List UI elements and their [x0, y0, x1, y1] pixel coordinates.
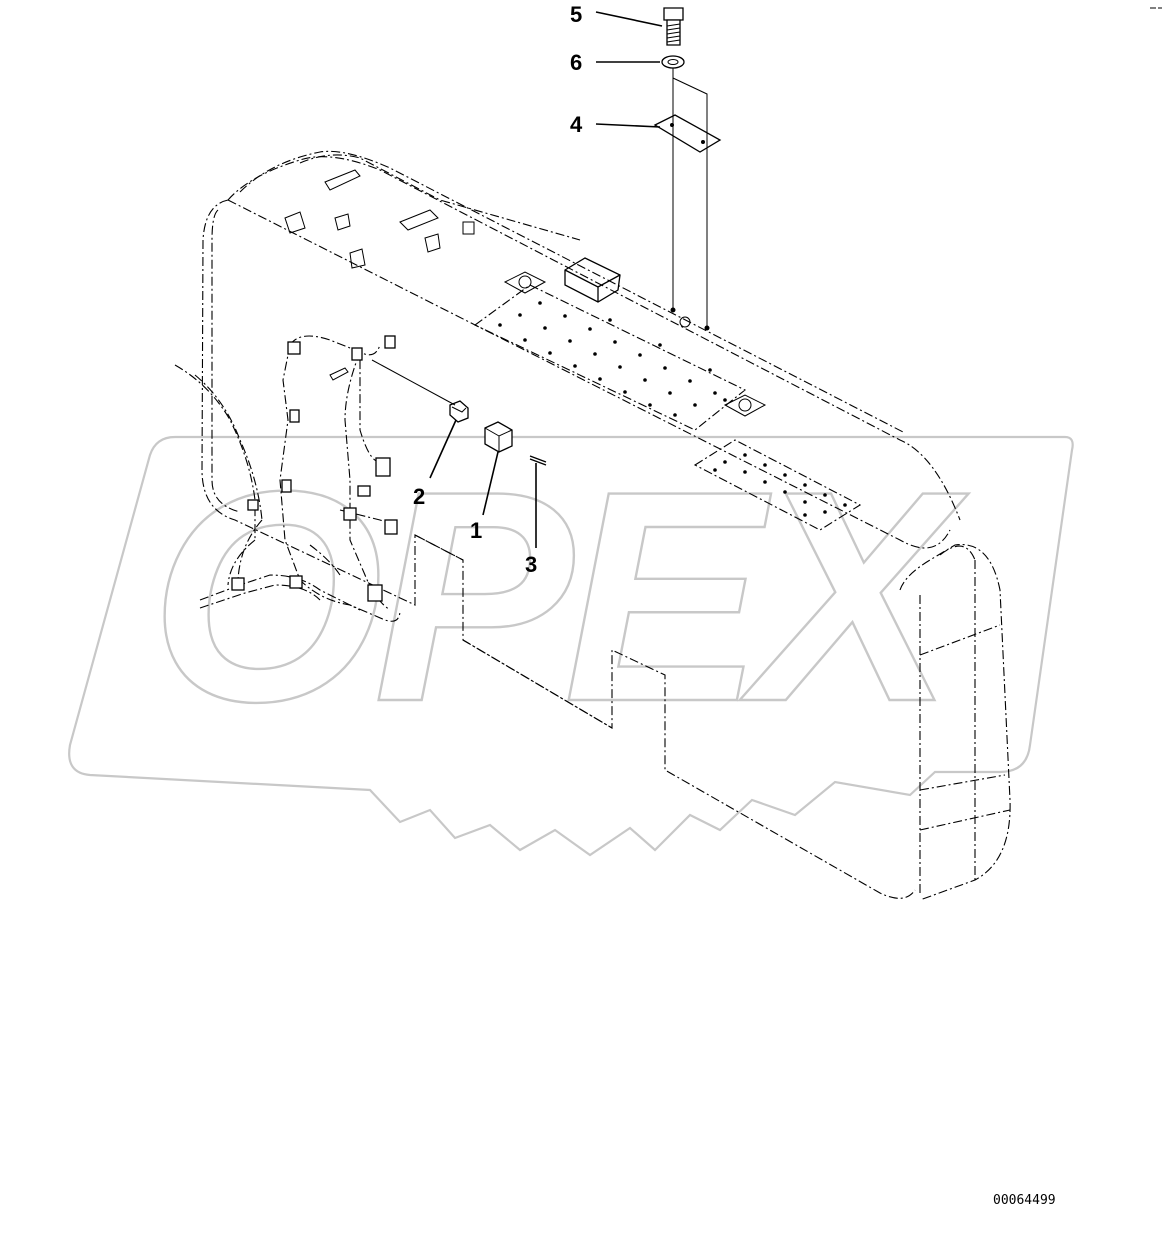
harness-connector-5: [281, 479, 292, 493]
leader-4: [595, 123, 661, 128]
bolt-part-5: [663, 7, 684, 46]
top-clip-1: [324, 169, 361, 191]
lifting-eye-block: [564, 257, 621, 303]
harness-connector-10: [289, 575, 303, 589]
counterweight-top-edge: [227, 199, 951, 549]
leader-1: [482, 451, 499, 516]
callout-6: 6: [570, 50, 582, 75]
top-boss: [462, 221, 475, 235]
drawing-number: 00064499: [993, 1193, 1056, 1208]
counterweight-right-end: [899, 544, 1011, 901]
counterweight-body: [201, 150, 1011, 901]
leader-2: [429, 419, 457, 479]
harness-connector-9: [231, 577, 245, 591]
parts: [371, 7, 722, 466]
relay-part-1: [484, 421, 513, 453]
callout-5: 5: [570, 2, 582, 27]
callouts: 5 6 4 2 1 3: [413, 2, 663, 577]
top-clip-4: [399, 209, 439, 231]
harness-main: [279, 335, 401, 622]
top-clip-5: [424, 233, 441, 253]
leader-5: [595, 11, 663, 27]
top-clip-6: [349, 248, 366, 269]
callout-1: 1: [470, 518, 482, 543]
harness-connector-3: [384, 335, 396, 349]
harness-left-loop: [227, 519, 263, 586]
harness-connector-6: [357, 485, 371, 497]
harness-connector-7: [343, 507, 357, 521]
mount-hole-center: [679, 316, 691, 328]
harness-grommet: [367, 584, 383, 602]
top-plate-large-dots: [498, 301, 727, 417]
harness-terminal: [329, 367, 349, 381]
counterweight-right-inner-curve: [939, 545, 976, 561]
callout-3: 3: [525, 552, 537, 577]
lifting-boss-right-hole: [738, 398, 752, 412]
washer-part-6: [661, 55, 685, 69]
harness-connector-1: [287, 341, 301, 355]
top-plate-small-dots: [713, 453, 847, 517]
harness-branch-4: [194, 374, 263, 521]
callout-2: 2: [413, 484, 425, 509]
harness-relay-socket: [375, 457, 391, 477]
pin-part-3: [529, 455, 547, 466]
top-plate-small: [693, 439, 862, 531]
harness-connector-11: [247, 499, 259, 511]
harness-connector-2: [351, 347, 363, 361]
counterweight-notch: [414, 534, 613, 729]
plate-part-4: [653, 114, 722, 153]
harness-connector-8: [384, 519, 398, 535]
counterweight-left-side: [211, 209, 241, 513]
top-clip-3: [334, 213, 351, 231]
watermark-gear-outline: [68, 435, 1074, 857]
lifting-boss-right: [723, 394, 767, 417]
counterweight-right-end-inner: [919, 560, 1011, 895]
top-clip-2: [284, 211, 306, 234]
top-plate-large: [473, 284, 747, 431]
counterweight-rear-outline: [201, 199, 916, 899]
lifting-boss-left: [503, 271, 547, 294]
assembly-guide-lines: [371, 68, 708, 406]
counterweight-upper-curve-2: [239, 150, 906, 434]
watermark-text: OPEX: [150, 428, 969, 764]
mount-hole-a: [670, 307, 676, 313]
callout-4: 4: [570, 112, 583, 137]
wiring-harness: [174, 335, 401, 622]
harness-connector-4: [289, 409, 300, 423]
clip-part-2: [449, 400, 469, 423]
counterweight-upper-curve-3: [299, 154, 581, 241]
lifting-boss-left-hole: [518, 275, 532, 289]
watermark-logo: OPEX: [68, 427, 1074, 857]
